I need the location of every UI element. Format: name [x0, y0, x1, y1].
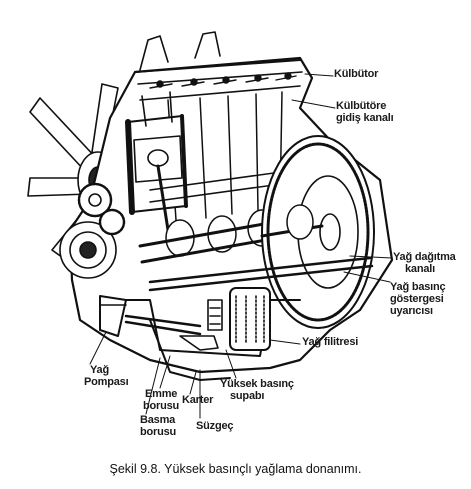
label-karter: Karter [182, 394, 214, 406]
label-suzgec: Süzgeç [196, 420, 234, 432]
label-yag-filitresi: Yağ filitresi [302, 336, 359, 348]
oil-filter [229, 287, 271, 351]
flywheel [261, 135, 375, 329]
figure-caption: Şekil 9.8. Yüksek basınçlı yağlama donan… [109, 462, 362, 476]
label-kulbutor: Külbütor [334, 68, 379, 80]
timing-gears [59, 182, 126, 279]
